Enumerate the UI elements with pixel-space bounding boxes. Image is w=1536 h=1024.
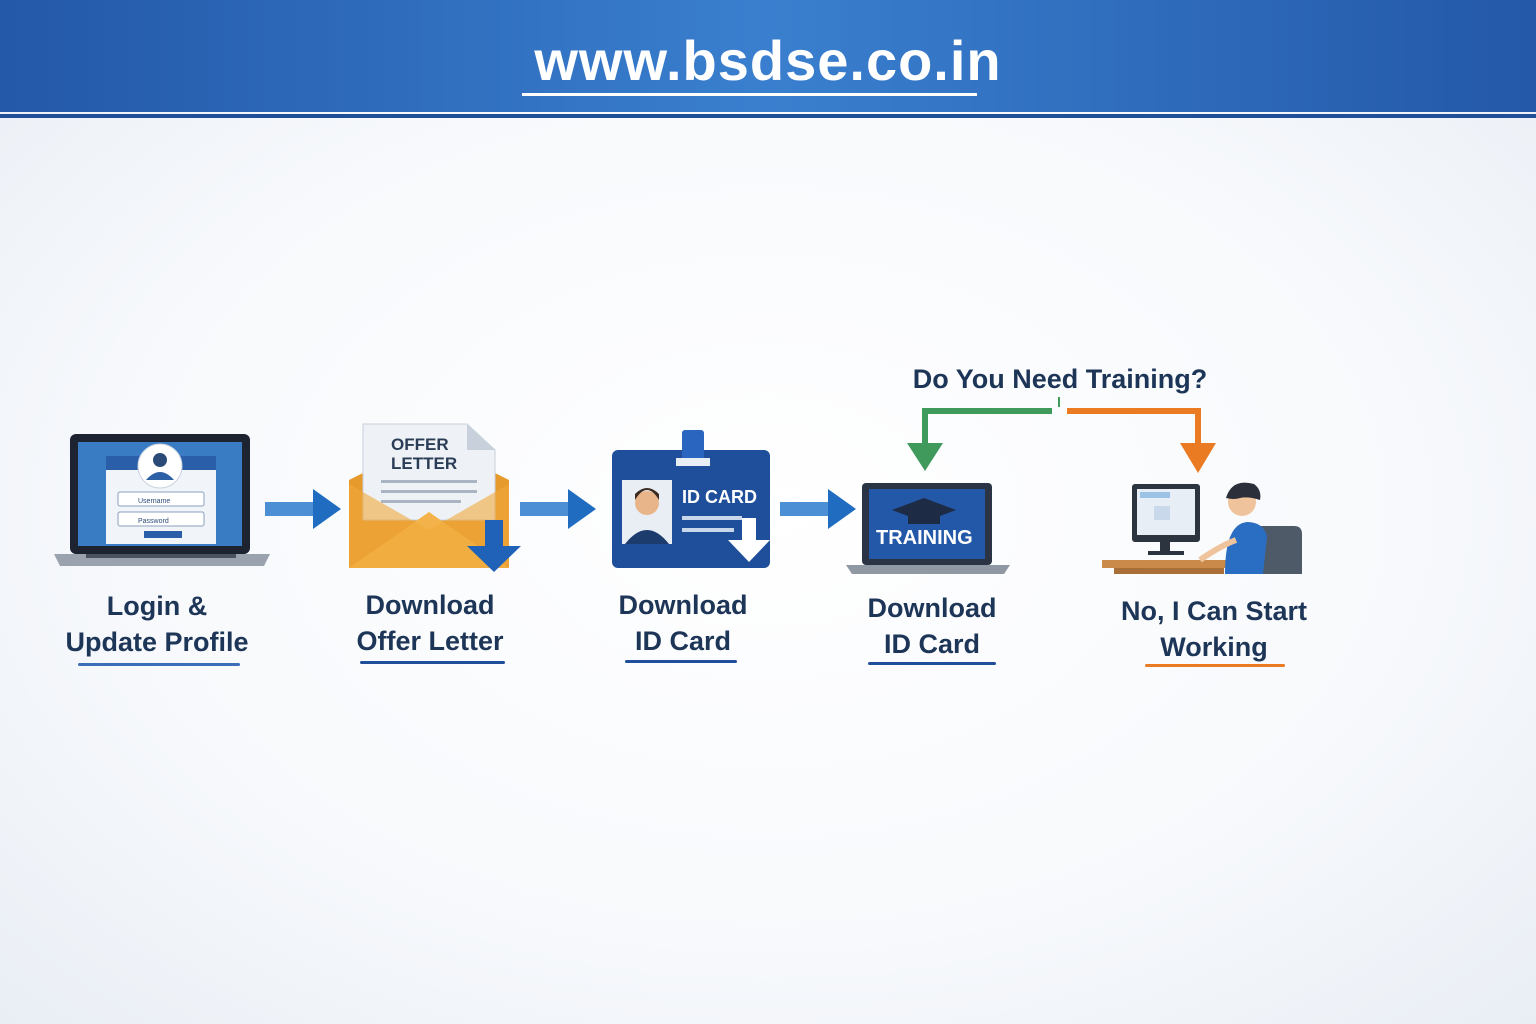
decision-branch-arrows [907,397,1216,473]
step-underline [868,662,996,665]
decision-question: Do You Need Training? [912,364,1208,394]
arrow-right-icon [520,489,596,529]
step-underline [1145,664,1285,667]
svg-text:TRAINING: TRAINING [876,527,973,549]
laptop-login-icon: Username Password [54,434,270,566]
offer-letter-envelope-icon: OFFER LETTER [349,423,521,572]
svg-text:ID CARD: ID CARD [682,487,757,507]
step-underline [360,661,505,664]
person-at-computer-icon [1102,482,1302,574]
svg-text:OFFER: OFFER [391,435,449,454]
username-field: Username [138,498,170,505]
step-underline [78,663,240,666]
header-divider [0,114,1536,118]
no-arrow-icon [1180,443,1216,473]
password-field: Password [138,518,169,525]
svg-text:LETTER: LETTER [391,454,457,473]
yes-branch-line [922,408,1052,445]
step-underline [625,660,737,663]
site-url-underline [522,93,977,96]
id-card-icon: ID CARD [612,430,770,568]
yes-arrow-icon [907,443,943,471]
arrow-right-icon [780,489,856,529]
training-laptop-icon: TRAINING [846,483,1010,574]
step-label-login: Login &Update Profile [65,591,249,657]
arrow-right-icon [265,489,341,529]
no-branch-line [1067,408,1201,445]
site-url[interactable]: www.bsdse.co.in [534,29,1002,92]
